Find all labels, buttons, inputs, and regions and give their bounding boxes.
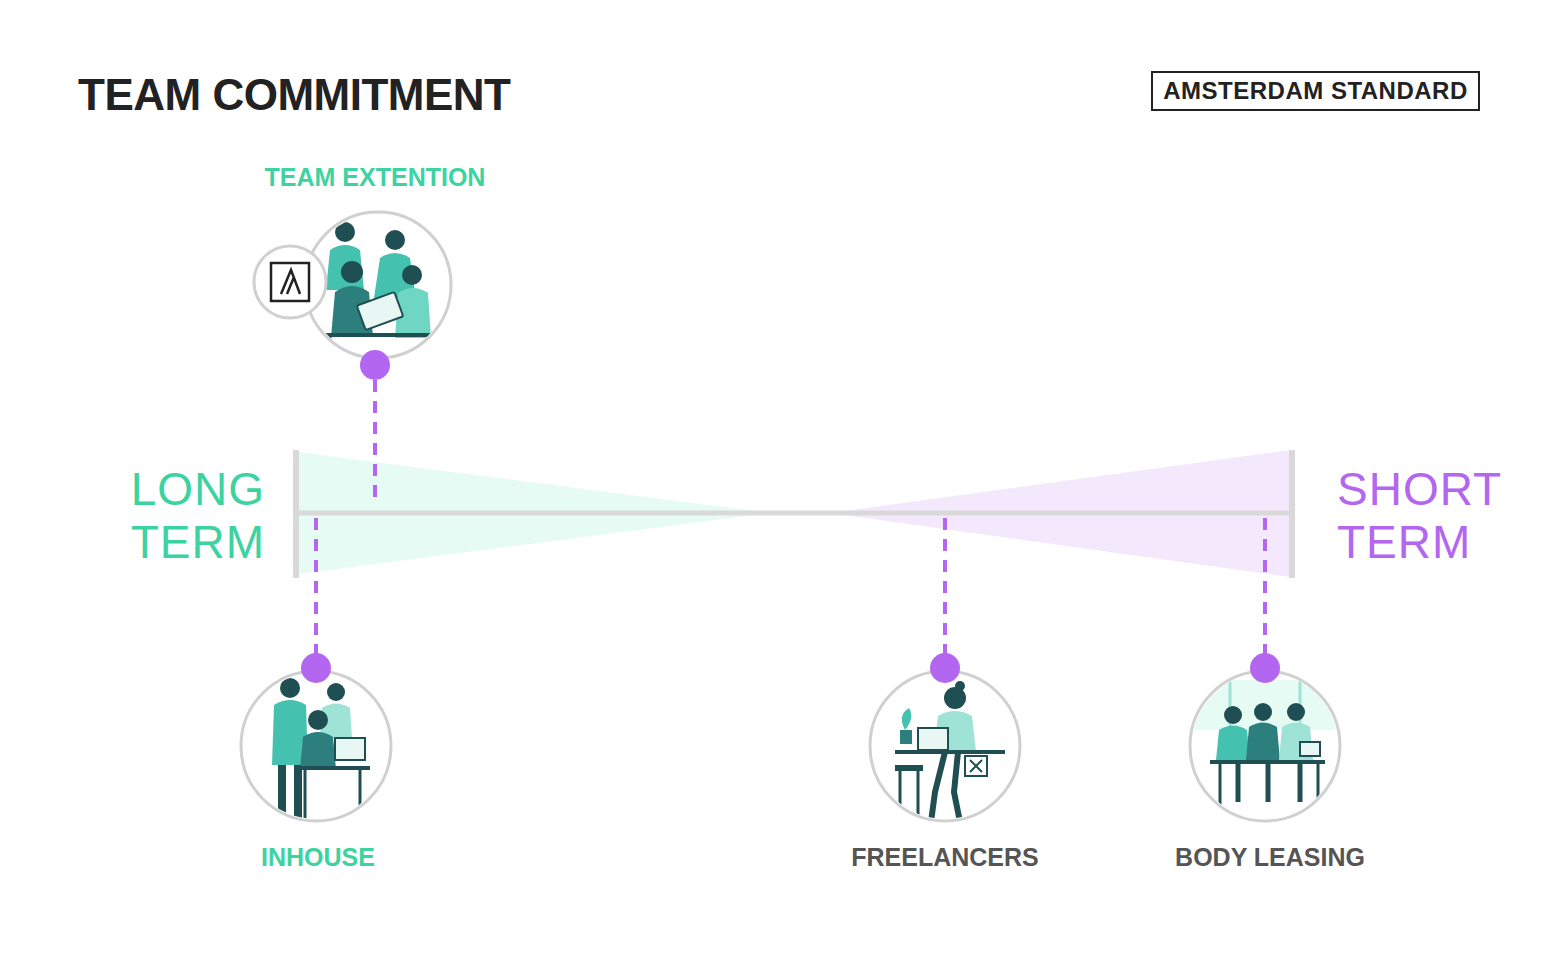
axis-line [296,511,1292,516]
term-label: SHORT TERM [1337,463,1501,569]
model-label: BODY LEASING [1175,843,1365,872]
model-label: INHOUSE [261,843,375,872]
illustrations [241,212,1340,822]
model-circle: FREELANCERS [870,671,1020,821]
axis-end [293,450,299,578]
leader-lines [316,380,1265,654]
model-label: TEAM EXTENTION [265,163,486,192]
term-label: LONG TERM [131,463,265,569]
model-circle: TEAM EXTENTION [305,212,451,358]
model-label: FREELANCERS [851,843,1039,872]
logo-text: AMSTERDAM STANDARD [1163,77,1468,105]
logo-box: AMSTERDAM STANDARD [1151,71,1480,111]
model-circle: INHOUSE [241,671,391,821]
marker-dots [301,350,1280,683]
model-circle: BODY LEASING [1190,671,1340,821]
axis-end [1289,450,1295,578]
diagram-title: TEAM COMMITMENT [78,70,510,120]
